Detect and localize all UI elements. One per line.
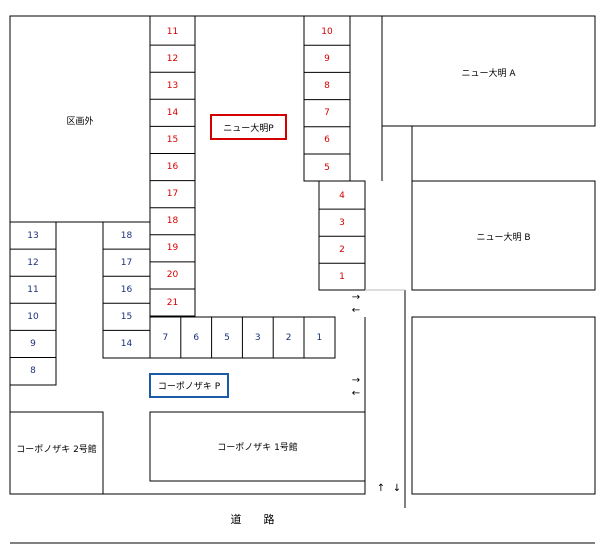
corpo-mid-column bbox=[102, 221, 151, 359]
taimei-space-right-6: 6 bbox=[324, 135, 330, 146]
taimei-right-bottom-column bbox=[318, 180, 366, 291]
taimei-space-right-lower-1: 1 bbox=[339, 271, 345, 282]
corpo-space-left-12: 12 bbox=[27, 257, 39, 268]
taimei-space-right-5: 5 bbox=[324, 162, 330, 173]
outside-area-label: 区画外 bbox=[66, 116, 94, 127]
arrow-right-upper: → bbox=[351, 291, 361, 303]
taimei-left-column bbox=[149, 15, 196, 317]
corpo-space-mid-14: 14 bbox=[120, 338, 133, 349]
corpo-space-bottom-5: 5 bbox=[224, 332, 230, 343]
taimei-space-left-21: 21 bbox=[166, 297, 179, 308]
taimei-space-left-16: 16 bbox=[166, 162, 179, 173]
taimei-space-left-13: 13 bbox=[166, 80, 179, 91]
right-lower-building bbox=[411, 316, 596, 495]
arrow-down: ↓ bbox=[392, 482, 402, 494]
road-label: 道 路 bbox=[230, 513, 275, 526]
taimei-space-right-10: 10 bbox=[321, 26, 333, 37]
taimei-space-right-7: 7 bbox=[324, 108, 330, 119]
arrow-right-lower: → bbox=[351, 374, 361, 386]
lot-bottom-boundary bbox=[9, 317, 366, 495]
taimei-space-left-18: 18 bbox=[166, 216, 179, 227]
corpo-space-left-10: 10 bbox=[27, 311, 39, 322]
new-taimei-p-label: ニュー大明P bbox=[210, 114, 287, 140]
taimei-space-right-lower-2: 2 bbox=[339, 244, 345, 255]
taimei-space-left-14: 14 bbox=[166, 107, 179, 118]
taimei-space-right-lower-3: 3 bbox=[339, 217, 345, 228]
taimei-space-right-8: 8 bbox=[324, 80, 330, 91]
corpo-2-label: コーポノザキ 2号館 bbox=[16, 444, 97, 455]
corpo-space-left-13: 13 bbox=[27, 230, 39, 241]
corpo-space-mid-15: 15 bbox=[120, 311, 133, 322]
corpo-p-label: コーポノザキ P bbox=[149, 373, 229, 398]
taimei-space-left-19: 19 bbox=[166, 243, 179, 254]
new-taimei-a-building bbox=[381, 15, 596, 127]
arrow-up: ↑ bbox=[376, 482, 386, 494]
corpo-space-mid-18: 18 bbox=[120, 230, 133, 241]
corpo-space-left-8: 8 bbox=[30, 366, 36, 377]
taimei-space-left-12: 12 bbox=[166, 53, 179, 64]
corpo-space-bottom-7: 7 bbox=[162, 332, 169, 343]
arrow-left-upper: ← bbox=[351, 304, 361, 316]
corpo-space-left-11: 11 bbox=[27, 284, 39, 295]
corpo-space-bottom-1: 1 bbox=[316, 332, 323, 343]
corpo-space-mid-16: 16 bbox=[120, 284, 133, 295]
corpo-1-label: コーポノザキ 1号館 bbox=[217, 442, 298, 453]
taimei-space-left-17: 17 bbox=[166, 189, 179, 200]
taimei-space-left-11: 11 bbox=[166, 26, 179, 37]
taimei-space-left-15: 15 bbox=[166, 134, 179, 145]
corpo-space-mid-17: 17 bbox=[120, 257, 133, 268]
arrow-left-lower: ← bbox=[351, 387, 361, 399]
taimei-space-left-20: 20 bbox=[166, 270, 179, 281]
corpo-space-bottom-6: 6 bbox=[193, 332, 200, 343]
taimei-space-right-lower-4: 4 bbox=[339, 190, 345, 201]
new-taimei-b-building bbox=[411, 180, 596, 291]
taimei-space-right-9: 9 bbox=[324, 53, 330, 64]
corpo-space-bottom-2: 2 bbox=[285, 332, 292, 343]
corpo-space-left-9: 9 bbox=[30, 338, 36, 349]
corpo-space-bottom-3: 3 bbox=[254, 332, 261, 343]
new-taimei-b-label: ニュー大明 B bbox=[476, 232, 531, 243]
new-taimei-a-label: ニュー大明 A bbox=[461, 68, 516, 79]
